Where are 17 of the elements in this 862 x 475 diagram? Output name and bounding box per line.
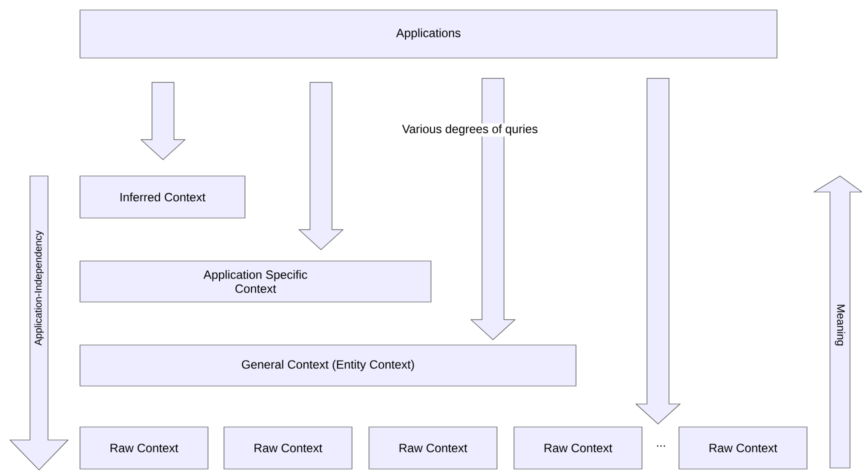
context-box: Raw Context — [224, 426, 352, 470]
context-box: Raw Context — [514, 426, 642, 470]
arrow-label: Application-Independency — [34, 230, 44, 346]
annotation-text: Various degrees of quries — [401, 123, 539, 137]
context-box: Applications — [80, 10, 778, 58]
context-box: Inferred Context — [80, 176, 246, 218]
block-arrow — [635, 78, 681, 424]
arrow-label: Meaning — [834, 304, 846, 346]
block-arrow — [298, 82, 344, 250]
context-box: Raw Context — [368, 426, 498, 470]
context-box: General Context (Entity Context) — [80, 344, 576, 386]
ellipsis: ... — [657, 445, 665, 447]
block-arrow — [140, 82, 186, 160]
block-arrow — [470, 78, 516, 340]
context-box: Raw Context — [678, 426, 808, 470]
context-box: Application Specific Context — [80, 260, 432, 302]
context-box: Raw Context — [80, 426, 208, 470]
